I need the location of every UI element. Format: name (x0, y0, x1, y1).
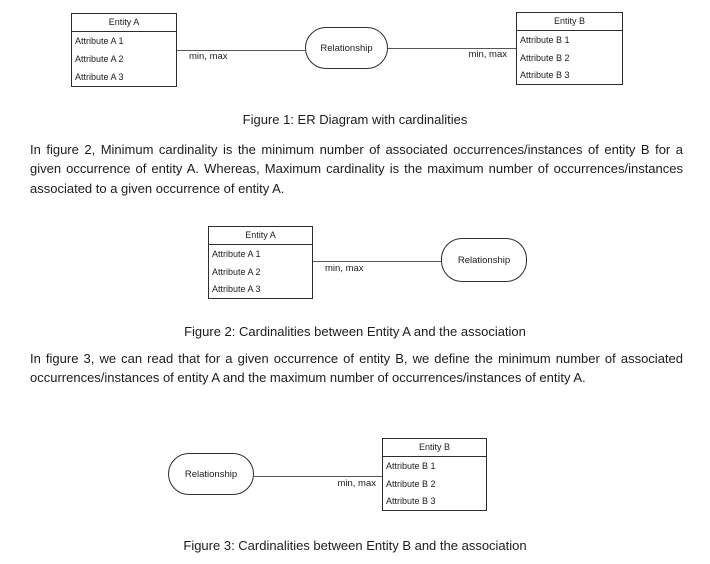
paragraph-1: In figure 2, Minimum cardinality is the … (30, 142, 683, 196)
entity-attribute: Attribute A 3 (212, 284, 261, 295)
figure1-caption: Figure 1: ER Diagram with cardinalities (242, 112, 468, 127)
entity-attribute: Attribute B 1 (386, 460, 436, 471)
figure2-connector-line (313, 261, 441, 262)
figure3-cardinality-label: min, max (337, 478, 376, 489)
figure1-right-cardinality-label: min, max (468, 49, 507, 60)
entity-title: Entity B (383, 439, 486, 457)
entity-attribute: Attribute B 2 (520, 52, 570, 63)
entity-attribute: Attribute B 3 (520, 70, 570, 81)
figure2-caption: Figure 2: Cardinalities between Entity A… (184, 324, 526, 339)
entity-title: Entity B (517, 13, 622, 31)
entity-attribute: Attribute B 2 (386, 478, 436, 489)
paragraph-2: In figure 3, we can read that for a give… (30, 351, 683, 386)
figure2-entity-a-box: Entity A Attribute A 1 Attribute A 2 Att… (208, 226, 313, 299)
figure1-entity-a-box: Entity A Attribute A 1 Attribute A 2 Att… (71, 13, 177, 87)
figure2-cardinality-label: min, max (325, 263, 364, 274)
figure1-right-connector-line (388, 48, 516, 49)
entity-title: Entity A (209, 227, 312, 245)
figure3-relationship-shape: Relationship (168, 453, 254, 495)
figure1-left-cardinality-label: min, max (189, 51, 228, 62)
figure3-entity-b-box: Entity B Attribute B 1 Attribute B 2 Att… (382, 438, 487, 511)
entity-attribute: Attribute B 3 (386, 496, 436, 507)
entity-attribute: Attribute A 3 (75, 72, 124, 82)
figure1-left-connector-line (177, 50, 305, 51)
figure3-connector-line (254, 476, 382, 477)
entity-attribute: Attribute A 1 (75, 36, 124, 46)
entity-title: Entity A (72, 14, 176, 32)
figure2-relationship-shape: Relationship (441, 238, 527, 282)
entity-attribute: Attribute B 1 (520, 34, 570, 45)
figure1-relationship-shape: Relationship (305, 27, 388, 69)
figure3-caption: Figure 3: Cardinalities between Entity B… (183, 538, 527, 553)
figure1-entity-b-box: Entity B Attribute B 1 Attribute B 2 Att… (516, 12, 623, 85)
entity-attribute: Attribute A 1 (212, 248, 261, 259)
entity-attribute: Attribute A 2 (212, 266, 261, 277)
entity-attribute: Attribute A 2 (75, 54, 124, 64)
